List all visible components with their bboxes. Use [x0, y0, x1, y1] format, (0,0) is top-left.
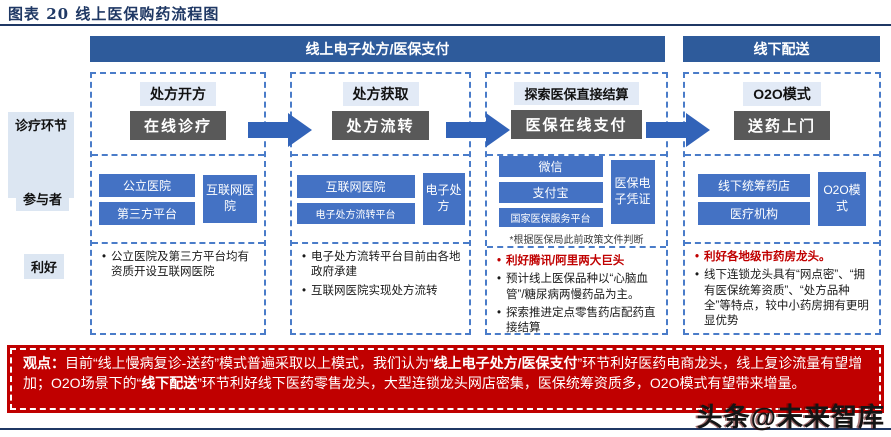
banner-text-segment: ”环节利好医药电商龙头，线上复诊流量有望增加；O2O场景下的“: [23, 355, 863, 391]
benefit-item-highlight: • 利好各地级市药房龙头。: [695, 250, 871, 265]
dashed-separator: [487, 154, 666, 156]
row-label-participants: 参与者: [16, 186, 70, 211]
stage-header: 探索医保直接结算: [514, 82, 639, 105]
dashed-separator: [487, 246, 666, 248]
title-divider: [0, 24, 891, 26]
dashed-separator: [292, 154, 469, 156]
benefits-section: • 电子处方流转平台目前由各地政府承建 • 互联网医院实现处方流转: [292, 244, 469, 333]
header-bar-offline-delivery: 线下配送: [683, 36, 880, 62]
stage-section: 探索医保直接结算 医保在线支付: [487, 74, 666, 154]
banner-text-segment: 线下配送: [141, 374, 198, 391]
flow-arrow-icon: [446, 113, 510, 147]
benefits-section: • 公立医院及第三方平台均有资质开设互联网医院: [92, 244, 264, 333]
benefits-section: • 利好腾讯/阿里两大巨头 • 预计线上医保品种以“心脑血管”/糖尿病两慢药品为…: [487, 248, 666, 339]
stage-section: 处方开方 在线诊疗: [92, 74, 264, 154]
participants-section: 微信 支付宝 国家医保服务平台 医保电子凭证 *根据医保局此前政策文件判断: [487, 156, 666, 246]
stage-header: O2O模式: [743, 82, 821, 106]
benefits-section: • 利好各地级市药房龙头。 • 线下连锁龙头具有“网点密”、“拥有医保统筹资质”…: [685, 244, 879, 333]
stage-header: 处方开方: [140, 82, 216, 106]
participant-box: 电子处方流转平台: [296, 202, 415, 224]
banner-text-segment: ”环节利好线下医药零售龙头，大型连锁龙头网店密集，医保统筹资质多，O2O模式有望…: [197, 374, 806, 391]
banner-text-segment: 目前“线上慢病复诊-送药”模式普遍采取以上模式，我们认为“: [65, 355, 434, 371]
participant-box: 医疗机构: [698, 201, 810, 225]
dashed-separator: [685, 154, 879, 156]
flow-arrow-icon: [248, 113, 312, 147]
benefit-item: • 公立医院及第三方平台均有资质开设互联网医院: [102, 250, 256, 281]
bottom-divider: [0, 428, 891, 430]
banner-text-segment: 线上电子处方/医保支付: [433, 355, 578, 371]
stage-dark-box: 医保在线支付: [511, 110, 642, 139]
row-label-benefits: 利好: [24, 254, 65, 279]
benefit-text: 公立医院及第三方平台均有资质开设互联网医院: [111, 251, 250, 279]
stage-header: 处方获取: [342, 82, 419, 106]
participants-section: 公立医院 第三方平台 互联网医院: [92, 156, 264, 242]
participant-box: 国家医保服务平台: [498, 208, 603, 227]
participant-box: 公立医院: [99, 173, 195, 197]
participant-box: O2O模式: [818, 172, 866, 226]
dashed-separator: [292, 242, 469, 244]
header-bar-online-eprescription: 线上电子处方/医保支付: [90, 36, 665, 62]
policy-footnote: *根据医保局此前政策文件判断: [509, 235, 644, 246]
benefit-item: • 互联网医院实现处方流转: [302, 284, 461, 299]
participants-section: 线下统筹药店 医疗机构 O2O模式: [685, 156, 879, 242]
benefit-text: 互联网医院实现处方流转: [311, 284, 438, 297]
column-insurance-settlement: 探索医保直接结算 医保在线支付 微信 支付宝 国家医保服务平台 医保电子凭证 *…: [485, 72, 668, 335]
participant-box: 互联网医院: [203, 175, 257, 223]
benefit-item: • 探索推进定点零售药店配药直接结算: [497, 306, 658, 337]
participant-box: 线下统筹药店: [698, 173, 810, 197]
dashed-separator: [92, 242, 264, 244]
flow-arrow-icon: [646, 113, 710, 147]
benefit-text: 预计线上医保品种以“心脑血管”/糖尿病两慢药品为主。: [506, 273, 648, 301]
column-prescription-issuing: 处方开方 在线诊疗 公立医院 第三方平台 互联网医院 • 公立医院及第三方平台均…: [90, 72, 266, 335]
banner-text-segment: 观点：: [23, 355, 65, 371]
stage-dark-box: 在线诊疗: [129, 111, 226, 140]
row-label-diagnosis-stage: 诊疗环节: [8, 112, 75, 198]
participants-section: 互联网医院 电子处方流转平台 电子处方: [292, 156, 469, 242]
benefit-text: 电子处方流转平台目前由各地政府承建: [311, 251, 461, 279]
benefit-item: • 线下连锁龙头具有“网点密”、“拥有医保统筹资质”、“处方品种全”等特点，较中…: [695, 268, 871, 329]
benefit-text: 利好各地级市药房龙头。: [704, 251, 831, 263]
participant-box: 互联网医院: [296, 174, 415, 198]
column-prescription-acquisition: 处方获取 处方流转 互联网医院 电子处方流转平台 电子处方 • 电子处方流转平台…: [290, 72, 471, 335]
participant-box: 微信: [498, 156, 603, 177]
column-o2o-delivery: O2O模式 送药上门 线下统筹药店 医疗机构 O2O模式 • 利好各地级市药房龙…: [683, 72, 881, 335]
figure-title: 图表 20 线上医保购药流程图: [8, 5, 220, 23]
stage-section: 处方获取 处方流转: [292, 74, 469, 154]
participant-box: 支付宝: [498, 182, 603, 203]
benefit-item-highlight: • 利好腾讯/阿里两大巨头: [497, 254, 658, 269]
participant-box: 第三方平台: [99, 201, 195, 225]
stage-dark-box: 送药上门: [733, 111, 830, 140]
participant-box: 医保电子凭证: [610, 159, 655, 224]
opinion-banner: 观点：目前“线上慢病复诊-送药”模式普遍采取以上模式，我们认为“线上电子处方/医…: [10, 348, 881, 410]
watermark-toutiao-future-thinktank: 头条@未来智库: [696, 402, 885, 432]
participant-box: 电子处方: [422, 173, 465, 225]
benefit-text: 线下连锁龙头具有“网点密”、“拥有医保统筹资质”、“处方品种全”等特点，较中小药…: [704, 269, 869, 328]
benefit-text: 探索推进定点零售药店配药直接结算: [506, 306, 656, 335]
benefit-text: 利好腾讯/阿里两大巨头: [506, 255, 625, 267]
dashed-separator: [685, 242, 879, 244]
dashed-separator: [92, 154, 264, 156]
benefit-item: • 电子处方流转平台目前由各地政府承建: [302, 250, 461, 281]
stage-dark-box: 处方流转: [332, 111, 429, 140]
benefit-item: • 预计线上医保品种以“心脑血管”/糖尿病两慢药品为主。: [497, 272, 658, 303]
stage-section: O2O模式 送药上门: [685, 74, 879, 154]
